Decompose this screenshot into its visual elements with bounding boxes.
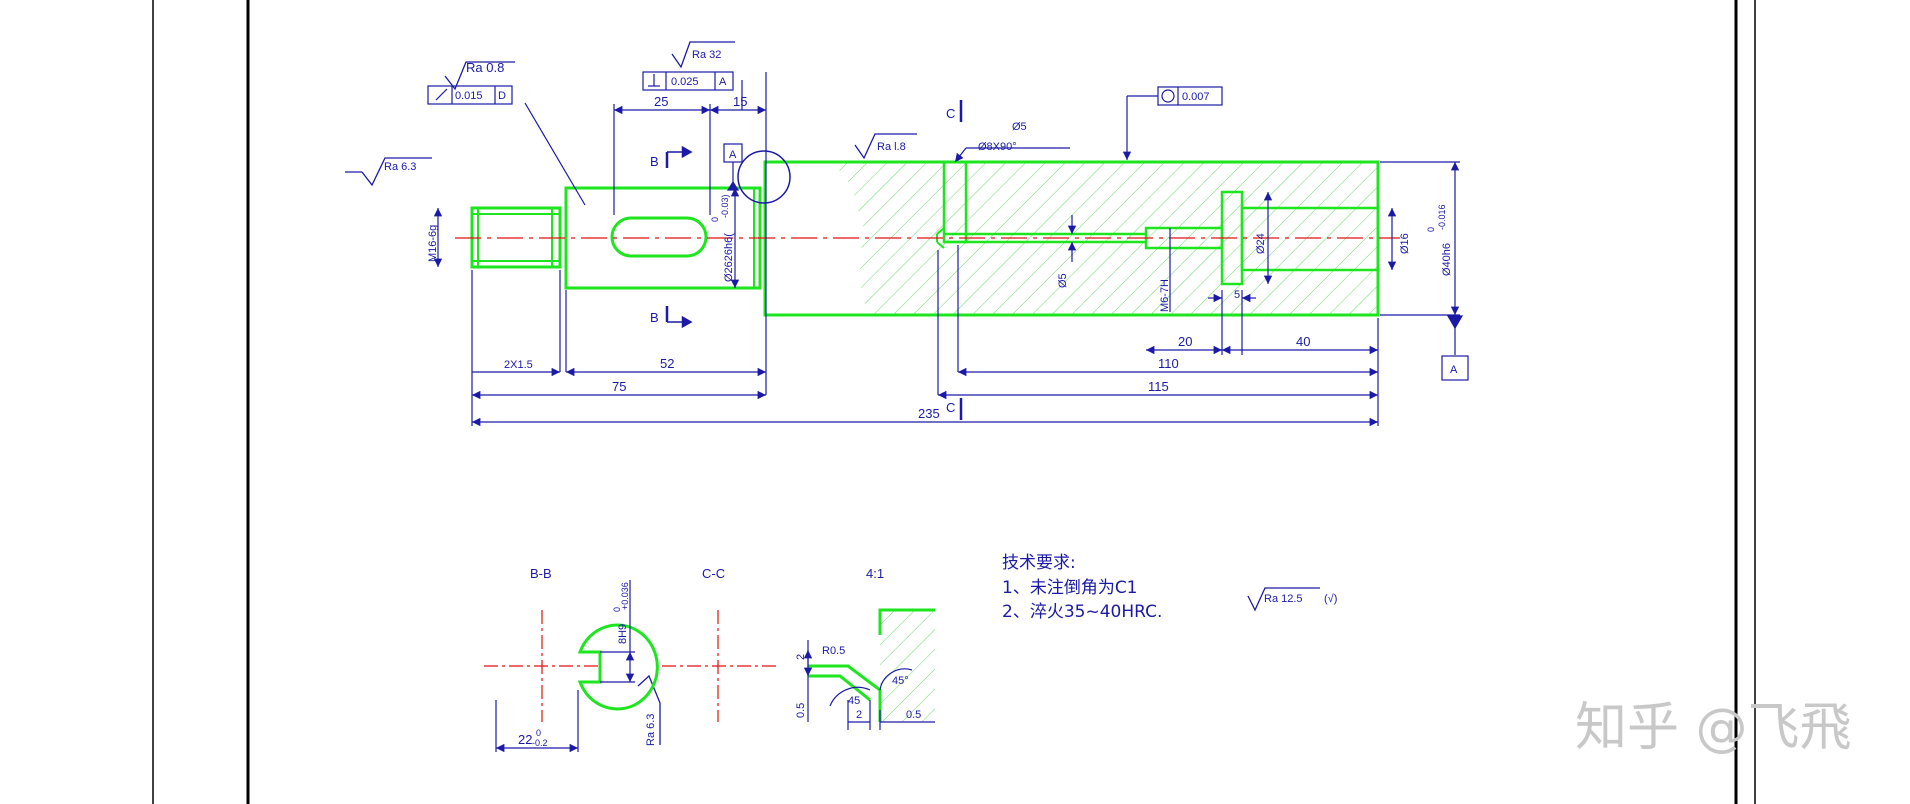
detail-45b: 45° <box>892 675 909 687</box>
bb-depth-tol-low: -0.2 <box>532 738 548 748</box>
dim-phi24: Ø24 <box>1255 233 1267 254</box>
ra-125-paren: (√) <box>1324 593 1337 605</box>
bb-width-tol-low: 0 <box>612 607 622 612</box>
section-c-bottom: C <box>946 400 955 415</box>
ra-63-bb: Ra 6.3 <box>645 714 657 746</box>
dim-110: 110 <box>1158 356 1179 371</box>
detail-05h: 0.5 <box>906 709 921 721</box>
roughness-symbols <box>345 41 1320 745</box>
bb-depth-tol-up: 0 <box>536 728 541 738</box>
detail-2v: 2 <box>795 654 807 660</box>
runout-value: 0.015 <box>455 90 483 102</box>
dim-5: 5 <box>1234 289 1240 301</box>
notes-title: 技术要求: <box>1002 553 1076 573</box>
perp-datum: A <box>719 76 727 88</box>
section-bb-view <box>484 580 659 753</box>
dim-115: 115 <box>1148 379 1169 394</box>
section-cc-view <box>662 610 778 722</box>
dim-m16: M16-6g <box>427 225 439 262</box>
detail-41-view <box>803 608 935 730</box>
dim-15: 15 <box>733 94 747 109</box>
section-b-top: B <box>650 154 659 169</box>
dim-2x15: 2X1.5 <box>504 359 533 371</box>
ra-18: Ra l.8 <box>877 141 906 153</box>
ra-63-left: Ra 6.3 <box>384 161 416 173</box>
dim-phi26-tol-low: -0.03) <box>720 194 730 218</box>
notes-line-2: 2、淬火35~40HRC. <box>1002 602 1162 622</box>
roughness-texts: Ra 0.8 Ra 32 Ra 6.3 Ra l.8 Ra 12.5 (√) R… <box>384 49 1337 746</box>
section-markers <box>665 100 963 420</box>
ra-125: Ra 12.5 <box>1264 593 1303 605</box>
detail-texts: R0.5 2 0.5 45 45° 2 0.5 <box>795 645 921 721</box>
circ-value: 0.007 <box>1182 91 1210 103</box>
view-41-title: 4:1 <box>866 566 884 581</box>
detail-05v: 0.5 <box>795 703 807 718</box>
dim-75: 75 <box>612 379 626 394</box>
view-cc-title: C-C <box>702 566 725 581</box>
dim-40: 40 <box>1296 334 1310 349</box>
dim-235: 235 <box>918 406 940 421</box>
section-b-bottom: B <box>650 310 659 325</box>
feature-control-frames <box>427 71 1469 381</box>
datum-a-bottom: A <box>1450 364 1458 376</box>
dim-phi40-tol-low: -0.016 <box>1437 204 1447 230</box>
dim-phi16: Ø16 <box>1399 233 1411 254</box>
bb-depth: 22 <box>518 732 532 747</box>
dimension-texts: 25 15 2X1.5 52 75 235 20 40 110 115 5 Ø5… <box>427 94 1453 421</box>
datum-a-shoulder: A <box>729 149 737 161</box>
drawing-frame <box>152 0 1756 804</box>
dim-20: 20 <box>1178 334 1192 349</box>
dim-phi5-top: Ø5 <box>1012 121 1027 133</box>
ra-32: Ra 32 <box>692 49 721 61</box>
dim-phi40-tol-up: 0 <box>1426 227 1436 232</box>
section-bb-texts: 8H9 +0.036 0 22 0 -0.2 <box>518 582 630 748</box>
dim-25: 25 <box>654 94 668 109</box>
notes-line-1: 1、未注倒角为C1 <box>1002 578 1138 598</box>
detail-2h: 2 <box>856 709 862 721</box>
ra-08: Ra 0.8 <box>466 60 504 75</box>
bb-width-tol-up: +0.036 <box>620 582 630 610</box>
tolerance-texts: 0.015 D 0.025 A 0.007 <box>455 76 1210 103</box>
technical-requirements: 技术要求: 1、未注倒角为C1 2、淬火35~40HRC. <box>1002 553 1162 622</box>
dim-52: 52 <box>660 356 674 371</box>
section-c-top: C <box>946 106 955 121</box>
dimension-lines <box>433 72 1464 427</box>
view-bb-title: B-B <box>530 566 552 581</box>
detail-r05: R0.5 <box>822 645 845 657</box>
runout-datum: D <box>498 90 506 102</box>
dim-phi5-side: Ø5 <box>1057 273 1069 288</box>
dim-phi40: Ø40h6 <box>1441 243 1453 276</box>
dim-m6: M6-7H <box>1159 279 1171 312</box>
detail-45a: 45 <box>848 695 860 707</box>
label-texts: A A B B C C B-B C-C 4:1 <box>530 106 1458 581</box>
watermark: 知乎 @飞飛 <box>1575 698 1852 758</box>
bb-width: 8H9 <box>617 624 629 644</box>
dim-phi26: Ø2626h6( <box>723 233 735 282</box>
dim-phi26-tol-up: 0 <box>710 217 720 222</box>
detail-circle <box>737 150 791 204</box>
dim-countersink: Ø8X90° <box>978 141 1017 153</box>
perp-value: 0.025 <box>671 76 699 88</box>
